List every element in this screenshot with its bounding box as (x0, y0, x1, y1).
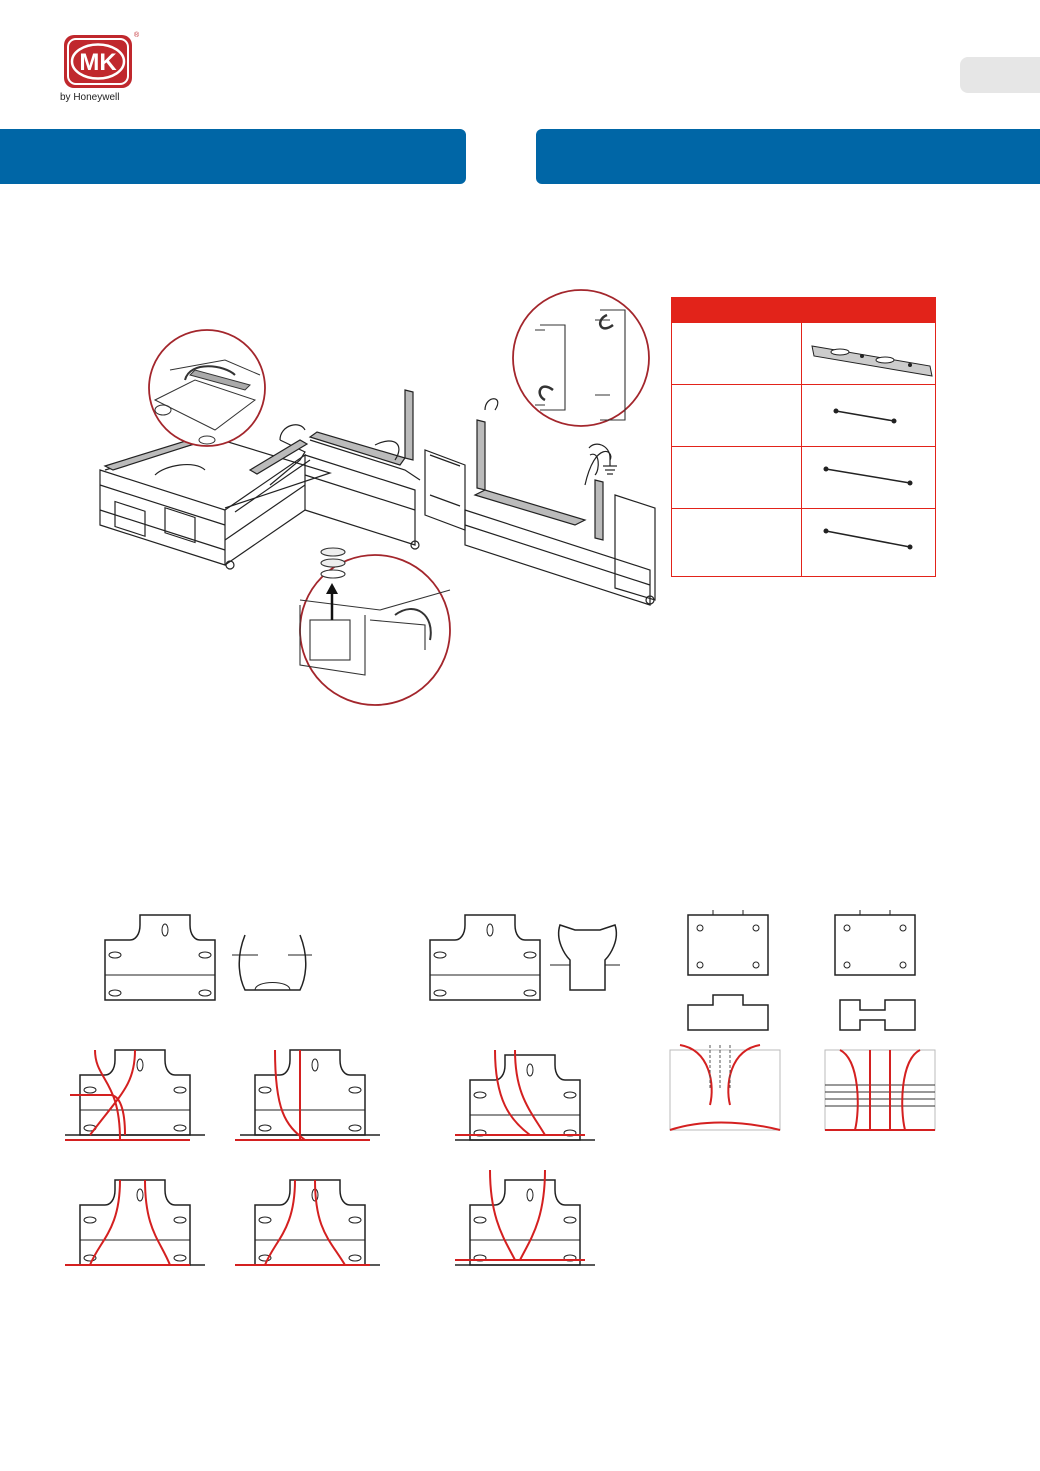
mk-logo-mark: MK (64, 35, 132, 88)
route-diagram-1d (240, 1180, 380, 1265)
table-row (672, 322, 935, 384)
earth-link-short-icon (833, 408, 897, 424)
trunking-assembly-illustration (99, 289, 656, 706)
logo-tagline: by Honeywell (60, 92, 120, 103)
parts-table-divider (801, 322, 802, 576)
svg-text:MK: MK (79, 49, 117, 76)
registered-mark: ® (134, 32, 140, 39)
tee-cable-routing-diagrams (60, 909, 936, 1266)
detail-circle-top-right (512, 289, 650, 427)
earth-link-medium-icon (823, 466, 913, 486)
section-header-right (536, 129, 1040, 184)
arrow-up-icon (326, 583, 338, 620)
page-tab (960, 57, 1040, 93)
detail-circle-top-left (148, 329, 266, 447)
tee-cover-1 (238, 934, 307, 991)
section-header-left (0, 129, 466, 184)
tee-cover-3 (687, 994, 769, 1031)
parts-table (671, 297, 936, 577)
table-row (672, 446, 935, 508)
mk-logo: MK (63, 34, 133, 89)
coupler-plate-icon (811, 345, 933, 377)
route-diagram-1c (65, 1180, 205, 1265)
route-diagram-2a (455, 1055, 595, 1140)
parts-table-header (672, 298, 935, 322)
tee-cover-2 (558, 924, 617, 991)
detail-circle-bottom (299, 547, 451, 706)
tee-unit-2 (429, 914, 541, 1001)
tee-cover-4 (839, 999, 916, 1031)
table-row (672, 384, 935, 446)
earth-ground-icon (588, 443, 617, 475)
table-row (672, 508, 935, 576)
earth-link-long-icon (823, 528, 913, 550)
square-unit-1 (687, 909, 769, 976)
route-diagram-1b (240, 1050, 380, 1135)
tee-unit-1 (104, 914, 216, 1001)
square-unit-2 (834, 909, 916, 976)
